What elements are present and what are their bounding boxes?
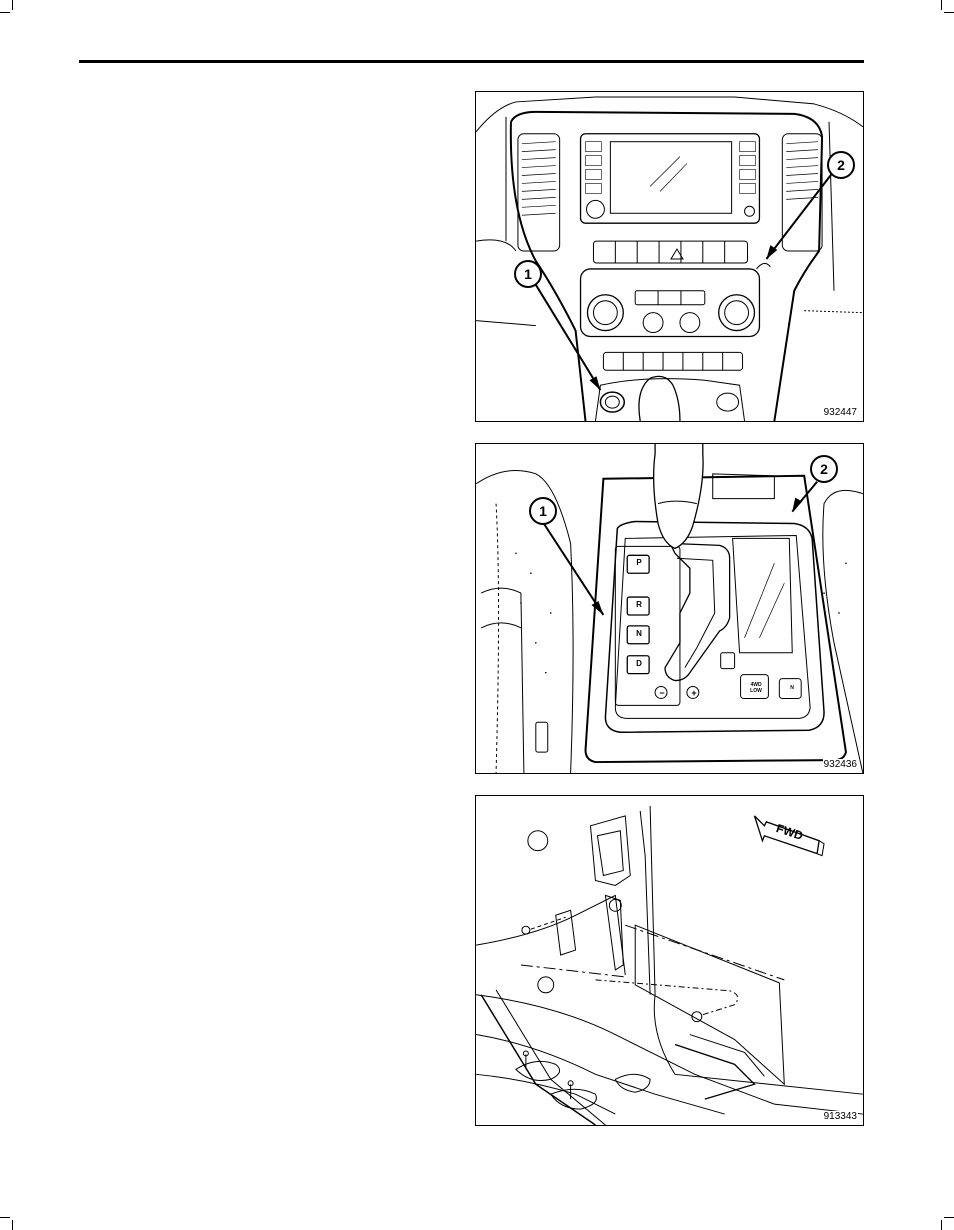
gear-label-park: P	[629, 558, 649, 567]
callout-1: 1	[514, 260, 542, 288]
crop-mark-top-left-v	[12, 0, 13, 10]
crop-mark-top-right-v	[941, 0, 942, 10]
crop-mark-bottom-left-v	[12, 1220, 13, 1230]
figure-center-stack: 1 2 932447	[475, 91, 864, 422]
crop-mark-top-right-h	[944, 12, 954, 13]
callout-2: 2	[810, 455, 838, 483]
callout-1: 1	[529, 497, 557, 525]
callout-2: 2	[827, 151, 855, 179]
figure-id: 913343	[823, 1111, 858, 1122]
gear-label-drive: D	[629, 659, 649, 668]
figure-id: 932447	[823, 407, 858, 418]
shift-plus-label: +	[690, 688, 698, 698]
shift-minus-label: −	[658, 688, 666, 698]
shifter-bezel-illustration	[476, 444, 863, 773]
figure-id: 932436	[823, 759, 858, 770]
figure-shifter-bezel: P R N D − + 4WD LOW N 1 2 932436	[475, 443, 864, 774]
crop-mark-bottom-right-h	[944, 1217, 954, 1218]
figure-floor-bracket: FWD 913343	[475, 795, 864, 1126]
4wd-low-label: 4WD LOW	[744, 682, 768, 694]
header-rule	[79, 60, 864, 63]
floor-bracket-illustration	[476, 796, 863, 1125]
crop-mark-bottom-right-v	[941, 1220, 942, 1230]
crop-mark-bottom-left-h	[0, 1217, 10, 1218]
neutral-switch-label: N	[786, 685, 798, 691]
center-stack-illustration	[476, 92, 863, 421]
gear-label-reverse: R	[629, 600, 649, 609]
gear-label-neutral: N	[629, 629, 649, 638]
crop-mark-top-left-h	[0, 12, 10, 13]
